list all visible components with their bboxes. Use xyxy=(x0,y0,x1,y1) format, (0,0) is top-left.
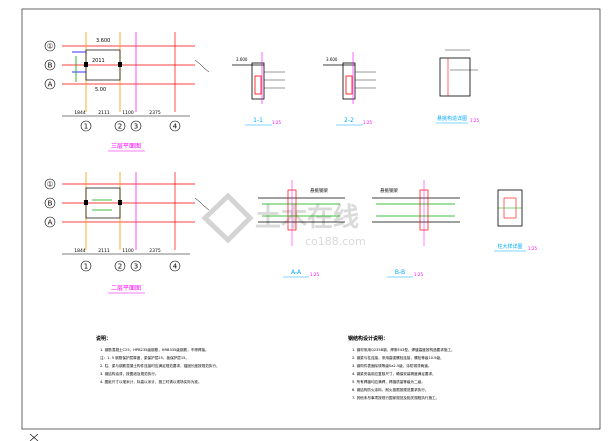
dimension-text: 2111 xyxy=(98,110,110,116)
beam-core xyxy=(254,75,262,95)
grid-bubble xyxy=(44,59,56,71)
notes-line: 注：1. 5 钢筋保护层厚度，梁保护层25，板保护层15。 xyxy=(100,355,189,360)
watermark: 土木在线 co188.com xyxy=(201,192,366,248)
detail-scale: 1:25 xyxy=(363,120,372,125)
dimension-text: 2375 xyxy=(149,248,161,254)
plan-column xyxy=(118,62,122,67)
grid-row-label: B xyxy=(48,62,53,70)
notes-line: 5. 所有焊缝均应满焊，焊缝质量等级为二级。 xyxy=(352,379,425,384)
grid-col-label: 1 xyxy=(84,263,88,271)
level-text: 3.600 xyxy=(236,57,248,62)
grid-col-label: 4 xyxy=(173,263,178,271)
section-caption: 柱大样详图 xyxy=(497,243,522,250)
section-aa: 悬挑钢梁 A-A 1:25 xyxy=(258,180,345,278)
grid-row-label: ① xyxy=(47,181,53,189)
dimension-text: 1100 xyxy=(122,110,134,116)
detail-caption: 2-2 xyxy=(344,117,354,124)
level-text: 3.600 xyxy=(326,57,338,62)
notes-line: 1. 钢材采用Q235B钢，焊条E43型，焊缝高度按构造要求施工。 xyxy=(352,347,455,352)
watermark-subtext: co188.com xyxy=(305,235,366,248)
sheet-frame xyxy=(21,8,601,430)
beam-core xyxy=(345,75,353,95)
dimension-text: 1100 xyxy=(122,248,134,254)
grid-bubble xyxy=(44,216,56,228)
notes-title: 钢结构设计说明： xyxy=(348,335,388,342)
notes-right: 钢结构设计说明： 1. 钢材采用Q235B钢，焊条E43型，焊缝高度按构造要求施… xyxy=(348,335,455,400)
grid-bubble xyxy=(80,260,92,272)
grid-bubble xyxy=(169,260,181,272)
section-label: 悬挑钢梁 xyxy=(310,187,328,194)
dimension-text: 2375 xyxy=(149,110,161,116)
notes-line: 2. 柱、梁与钢筋混凝土构件连接时应满足规范要求，锚固长度按规范执行。 xyxy=(100,363,220,368)
grid-bubble xyxy=(44,78,56,90)
grid-row-label: A xyxy=(48,219,53,227)
section-caption: B-B xyxy=(395,269,405,276)
notes-left: 说明： 1. 钢筋混凝土C25，HPB235级钢筋，HRB335级钢筋，不得焊接… xyxy=(96,335,220,384)
column-detail: 柱大样详图 1:25 xyxy=(494,189,537,252)
watermark-text: 土木在线 xyxy=(255,203,359,233)
plan-column xyxy=(118,200,122,205)
grid-row-label: B xyxy=(48,200,53,208)
detail-scale: 1:25 xyxy=(470,118,479,123)
watermark-logo-icon xyxy=(201,192,254,244)
grid-bubble xyxy=(44,40,56,52)
section-scale: 1:25 xyxy=(414,272,423,277)
beam-section xyxy=(251,62,265,100)
detail-caption: 1-1 xyxy=(253,117,263,124)
grid-col-label: 2 xyxy=(118,263,122,271)
break-line xyxy=(194,59,210,73)
grid-col-label: 3 xyxy=(134,263,138,271)
detail-caption: 悬挑构造详图 xyxy=(437,115,467,122)
plan-top: 3.600 2011 5.00 ① B A 1844 2111 1100 237… xyxy=(44,32,210,152)
plan-caption: 三层平面图 xyxy=(111,143,141,150)
grid-bubble xyxy=(130,120,142,132)
grid-bubble xyxy=(169,120,181,132)
plan-bottom: ① B A 1844 2111 1100 2375 1 2 3 4 二层平面图 xyxy=(44,172,210,294)
notes-line: 4. 钢梁安装前应复核尺寸，确保安装精度满足要求。 xyxy=(352,371,436,376)
grid-bubble xyxy=(114,260,126,272)
grid-bubble xyxy=(44,197,56,209)
notes-line: 3. 钢结构油漆，按图纸及规范执行。 xyxy=(100,371,158,376)
break-line xyxy=(194,197,210,211)
dimension-text: 2111 xyxy=(98,248,110,254)
notes-line: 2. 钢梁与柱连接，采用高强螺栓连接，螺栓等级10.9级。 xyxy=(352,355,444,360)
grid-bubble xyxy=(114,120,126,132)
notes-line: 4. 图纸尺寸以毫米计，标高以米计，施工时请以现场实际为准。 xyxy=(100,379,202,384)
grid-bubble xyxy=(44,178,56,190)
section-bb: 悬挑钢梁 B-B 1:25 xyxy=(372,180,460,278)
plan-column xyxy=(84,200,88,205)
detail-scale: 1:25 xyxy=(272,120,281,125)
grid-row-label: ① xyxy=(47,43,53,51)
detail-3: 悬挑构造详图 1:25 xyxy=(436,49,479,124)
plan-note: 2011 xyxy=(92,58,105,64)
plan-note: 5.00 xyxy=(95,87,106,93)
grid-col-label: 4 xyxy=(173,123,178,131)
beam-section xyxy=(342,62,356,100)
section-scale: 1:25 xyxy=(310,272,319,277)
plan-caption: 二层平面图 xyxy=(111,285,141,292)
dimension-text: 1844 xyxy=(74,110,86,116)
detail-2: 3.600 2-2 1:25 xyxy=(323,52,376,126)
grid-row-label: A xyxy=(48,81,53,89)
grid-col-label: 2 xyxy=(118,123,122,131)
dimension-text: 1844 xyxy=(74,248,86,254)
plan-column xyxy=(84,62,88,67)
notes-line: 6. 钢结构防火涂料，耐火极限按规范要求执行。 xyxy=(352,387,428,392)
notes-title: 说明： xyxy=(96,335,111,342)
grid-bubble xyxy=(130,260,142,272)
notes-line: 7. 其他未尽事项按现行国家规范及相关规程执行施工。 xyxy=(352,395,439,400)
section-scale: 1:25 xyxy=(528,246,537,251)
grid-col-label: 3 xyxy=(134,123,138,131)
section-caption: A-A xyxy=(291,269,302,276)
detail-1: 3.600 1-1 1:25 xyxy=(232,52,285,126)
grid-col-label: 1 xyxy=(84,123,88,131)
detail-box xyxy=(439,57,471,97)
section-label: 悬挑钢梁 xyxy=(380,187,398,194)
notes-line: 3. 钢构件表面除锈等级Sa2.5级，涂防锈漆两道。 xyxy=(352,363,431,368)
notes-line: 1. 钢筋混凝土C25，HPB235级钢筋，HRB335级钢筋，不得焊接。 xyxy=(100,347,209,352)
grid-bubble xyxy=(80,120,92,132)
plan-note: 3.600 xyxy=(96,38,110,44)
corner-cross-icon xyxy=(29,433,39,441)
